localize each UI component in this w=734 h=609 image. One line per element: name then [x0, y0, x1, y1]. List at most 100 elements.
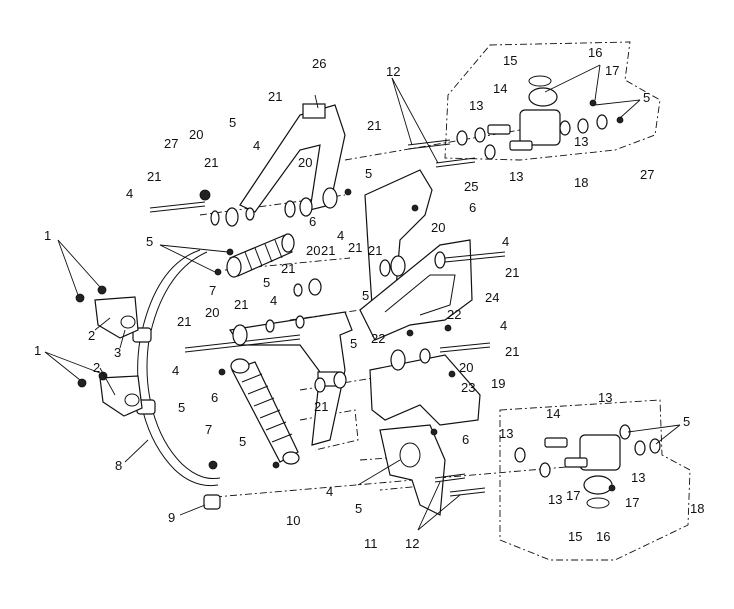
nut — [77, 378, 87, 388]
nut — [208, 460, 218, 470]
callout-22: 22 — [447, 307, 461, 322]
callout-25: 26 — [312, 56, 326, 71]
callout-21: 21 — [234, 297, 248, 312]
callout-6: 6 — [462, 432, 469, 447]
callout-15: 15 — [568, 529, 582, 544]
bushing-set-middle — [293, 251, 446, 297]
callout-21: 21 — [281, 261, 295, 276]
stabilizer-bushing — [132, 327, 152, 343]
callout-4: 4 — [502, 234, 509, 249]
callout-13: 13 — [574, 134, 588, 149]
bolt — [444, 251, 506, 263]
callout-5: 5 — [355, 501, 362, 516]
bolt — [149, 201, 206, 213]
callout-21: 21 — [505, 265, 519, 280]
bushing-hole — [124, 393, 140, 407]
callout-13: 13 — [598, 390, 612, 405]
shock-absorber-upper — [226, 233, 295, 278]
callout-7: 7 — [209, 283, 216, 298]
nut — [406, 329, 414, 337]
callout-5: 5 — [263, 275, 270, 290]
nut — [411, 204, 419, 212]
callout-23: 24 — [485, 290, 499, 305]
callout-4: 4 — [326, 484, 333, 499]
callout-27: 27 — [640, 167, 654, 182]
bushing-set-right-top — [456, 114, 608, 160]
callout-13: 13 — [631, 470, 645, 485]
callout-4: 4 — [253, 138, 260, 153]
callout-8: 8 — [115, 458, 122, 473]
nut — [97, 285, 107, 295]
callout-21: 21 — [177, 314, 191, 329]
callout-2: 2 — [93, 360, 100, 375]
bushing-set-lower — [232, 315, 431, 393]
nut — [75, 293, 85, 303]
callout-14: 14 — [493, 81, 507, 96]
nut — [608, 484, 616, 492]
hub-carrier-top — [519, 109, 561, 146]
bolt — [407, 139, 451, 150]
callout-6: 6 — [309, 214, 316, 229]
callout-20: 20 — [298, 155, 312, 170]
callout-16: 16 — [588, 45, 602, 60]
leader-lines — [44, 64, 681, 531]
callout-3: 3 — [114, 345, 121, 360]
callout-21: 21 — [321, 243, 335, 258]
callout-21: 21 — [204, 155, 218, 170]
bolt — [435, 157, 476, 168]
callout-13: 13 — [548, 492, 562, 507]
callout-20: 20 — [431, 220, 445, 235]
nut — [272, 461, 280, 469]
bushing-clamp — [99, 375, 143, 417]
bushing-clamp — [94, 296, 139, 339]
bushing-set-upper — [210, 187, 338, 227]
callout-5: 5 — [365, 166, 372, 181]
callout-17: 17 — [566, 488, 580, 503]
callout-12: 12 — [405, 536, 419, 551]
callout-14: 14 — [546, 406, 560, 421]
callout-24: 25 — [464, 179, 478, 194]
callout-4: 4 — [172, 363, 179, 378]
callout-21: 21 — [505, 344, 519, 359]
callout-18: 18 — [690, 501, 704, 516]
callout-21: 21 — [147, 169, 161, 184]
callout-21: 21 — [368, 243, 382, 258]
nut — [589, 99, 597, 107]
callout-5: 5 — [229, 115, 236, 130]
callout-22: 23 — [461, 380, 475, 395]
callout-1: 1 — [34, 343, 41, 358]
callout-9: 9 — [168, 510, 175, 525]
callout-11: 11 — [364, 536, 378, 551]
stabilizer-link — [203, 494, 221, 510]
callout-26: 27 — [164, 136, 178, 151]
callout-2: 2 — [88, 328, 95, 343]
bushing-set-right-bottom — [514, 424, 661, 478]
nut — [199, 189, 211, 201]
callout-17: 17 — [605, 63, 619, 78]
shock-absorber-lower — [230, 358, 300, 465]
callout-5: 5 — [362, 288, 369, 303]
hub-sleeve-bottom — [583, 475, 613, 495]
callout-7: 7 — [205, 422, 212, 437]
callout-4: 4 — [126, 186, 133, 201]
callout-5: 5 — [178, 400, 185, 415]
knuckle-assembly-outline-bottom — [499, 399, 691, 561]
bolt — [449, 487, 486, 497]
callout-20: 20 — [459, 360, 473, 375]
callout-4: 4 — [270, 293, 277, 308]
circlip-top — [528, 75, 552, 87]
callout-15: 15 — [503, 53, 517, 68]
bolt — [434, 473, 466, 483]
callout-6: 6 — [211, 390, 218, 405]
callout-1: 1 — [44, 228, 51, 243]
knuckle-bore — [399, 442, 421, 468]
callout-5: 5 — [239, 434, 246, 449]
upper-arm-tube — [302, 103, 326, 119]
hub-sleeve-top — [528, 87, 558, 107]
callout-19: 19 — [491, 376, 505, 391]
callout-20: 20 — [306, 243, 320, 258]
knuckle-assembly-outline-top — [444, 41, 661, 161]
callout-6: 6 — [469, 200, 476, 215]
axis-line — [214, 464, 591, 498]
